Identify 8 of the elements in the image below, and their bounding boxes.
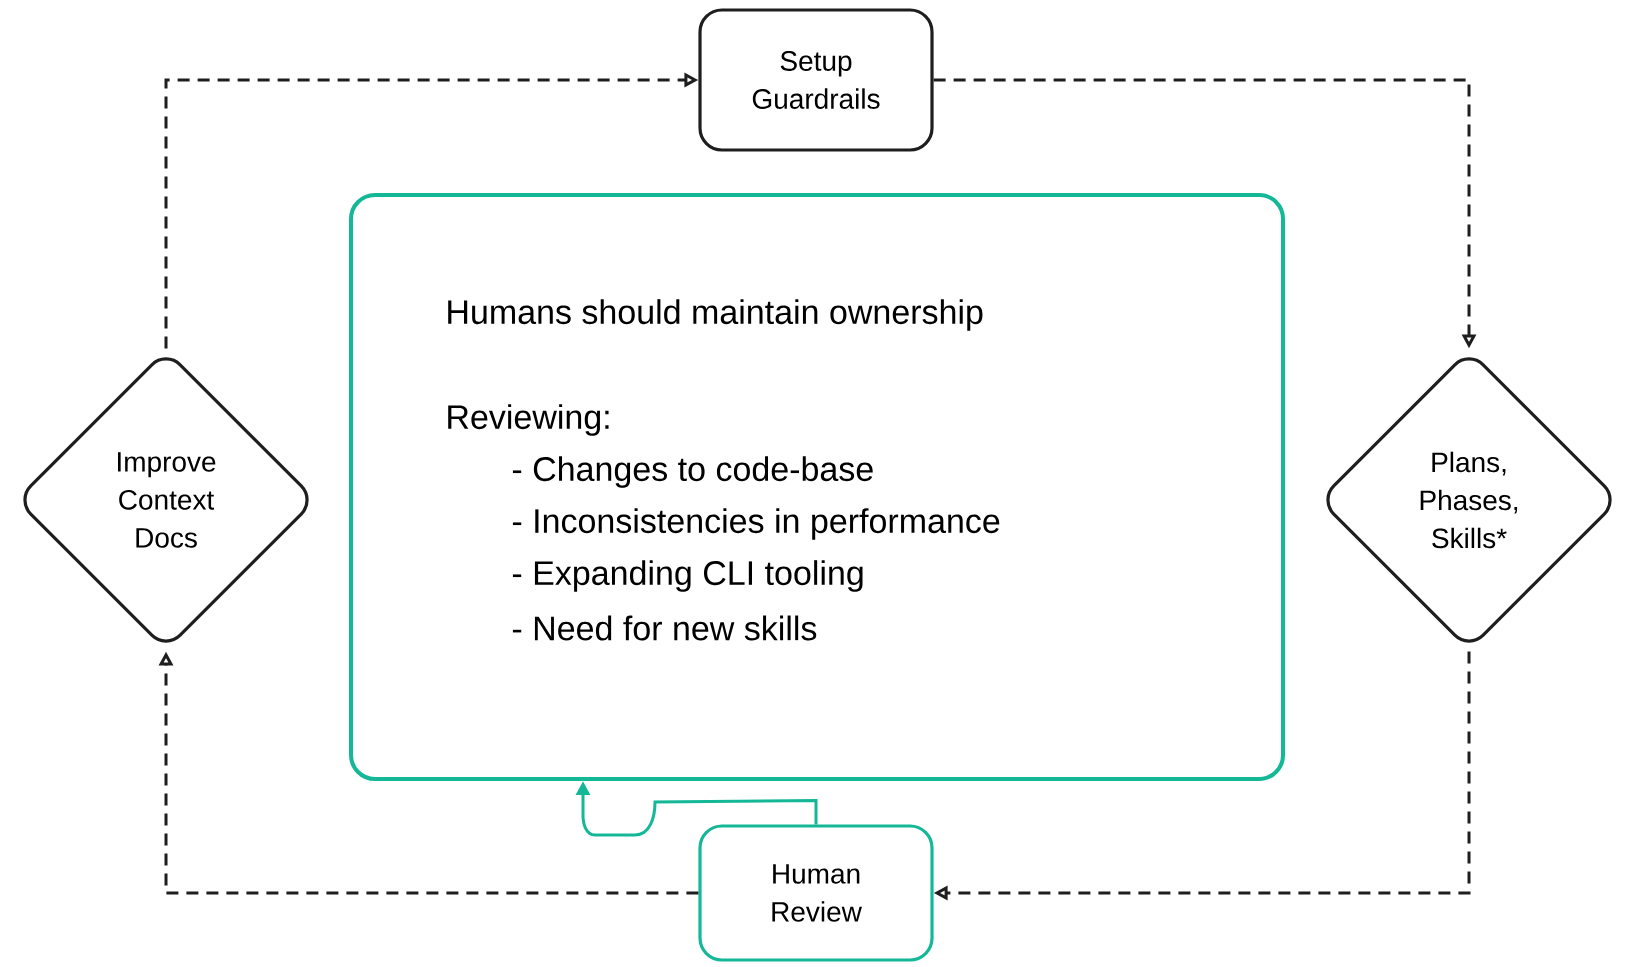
process-box: Human Review <box>698 824 934 962</box>
process-box: Setup Guardrails <box>698 8 934 152</box>
text-line: - Need for new skills <box>512 615 817 641</box>
text-line: Reviewing: <box>448 404 609 436</box>
text-line: Humans should maintain ownership <box>448 299 983 331</box>
text-line: - Changes to code-base <box>512 456 873 488</box>
text-line: - Expanding CLI tooling <box>512 560 863 592</box>
text-line: - Inconsistencies in performance <box>512 508 1000 540</box>
